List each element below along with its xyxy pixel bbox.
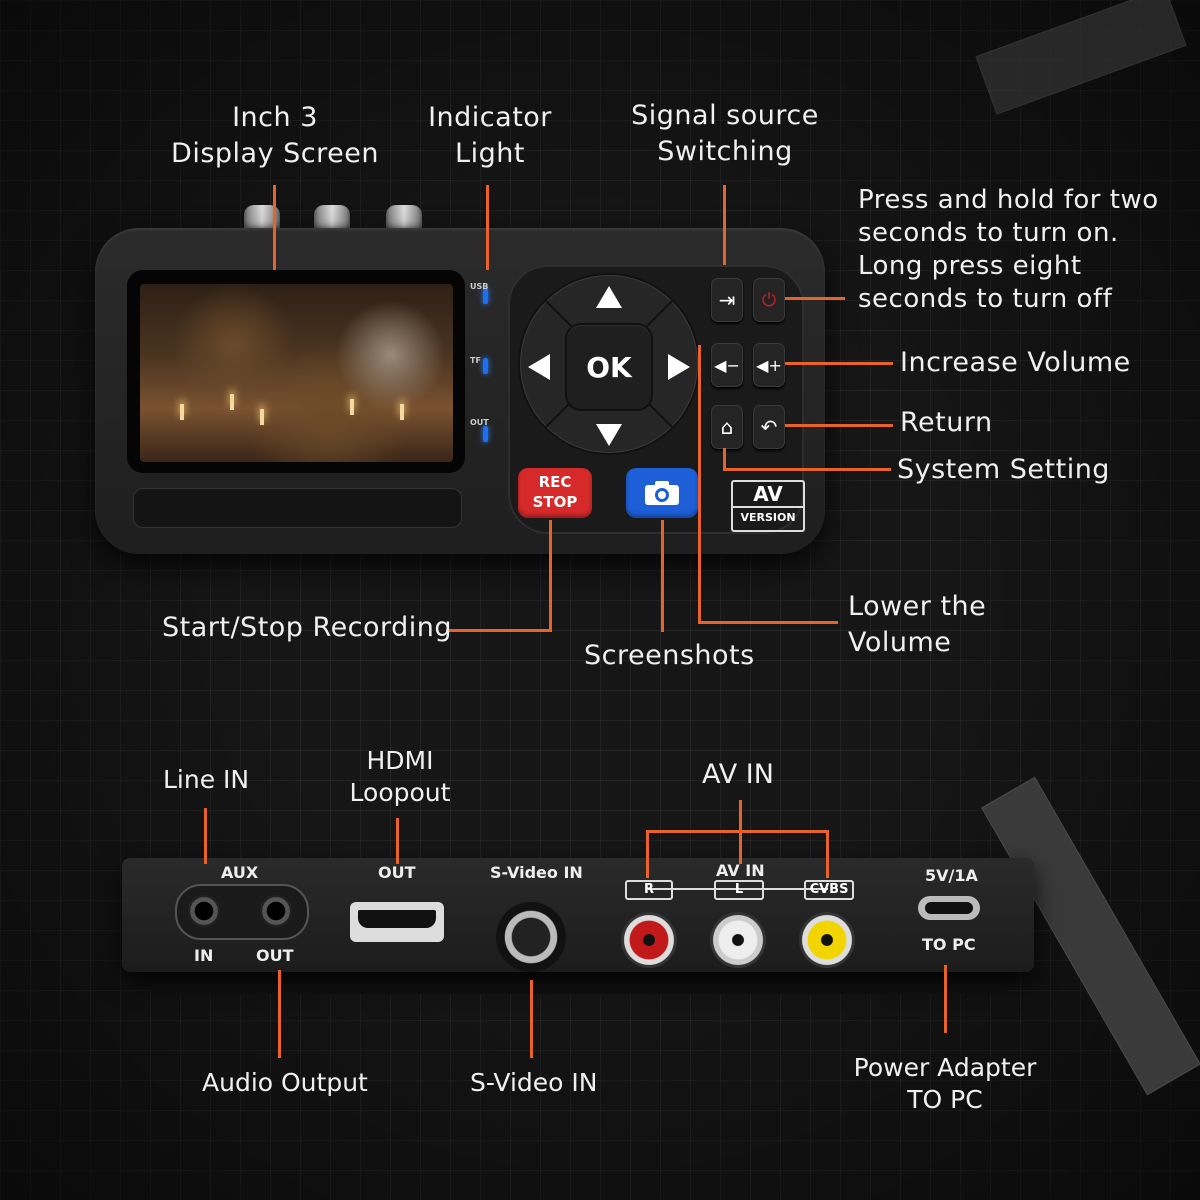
usb-c-port xyxy=(918,896,980,920)
callout-line xyxy=(549,520,552,632)
callout-line xyxy=(785,424,893,427)
power-icon: ⏻ xyxy=(761,289,777,311)
power-button-label: Press and hold for two seconds to turn o… xyxy=(858,185,1159,314)
screenshot-button[interactable] xyxy=(626,468,698,518)
callout-line xyxy=(723,448,726,470)
usb-led-label: USB xyxy=(470,282,489,291)
callout-line xyxy=(396,818,399,864)
down-arrow-icon[interactable] xyxy=(596,424,622,446)
usb-indicator-light xyxy=(483,288,488,304)
av-badge-title: AV xyxy=(733,482,803,508)
callout-line xyxy=(273,185,276,270)
callout-line xyxy=(723,185,726,265)
up-arrow-icon[interactable] xyxy=(596,286,622,308)
stop-label: STOP xyxy=(532,493,578,511)
callout-line xyxy=(278,970,281,1058)
rca-l-jack xyxy=(710,912,766,968)
callout-line xyxy=(723,468,891,471)
volume-down-button[interactable]: ◀− xyxy=(711,343,743,387)
callout-line xyxy=(646,830,829,833)
rca-l-label: L xyxy=(714,880,764,900)
callout-line xyxy=(739,800,742,832)
rec-label: REC xyxy=(538,473,572,491)
av-in-port-label: AV IN xyxy=(716,861,765,880)
aux-out-label: OUT xyxy=(256,946,294,965)
av-badge-subtitle: VERSION xyxy=(740,511,796,524)
card-slot xyxy=(133,488,462,528)
av-version-badge: AV VERSION xyxy=(731,480,805,532)
hdmi-out-label: OUT xyxy=(378,863,416,882)
power-rating-label: 5V/1A xyxy=(925,866,978,885)
return-label: Return xyxy=(900,407,993,438)
aux-in-jack xyxy=(188,895,220,927)
rca-r-jack xyxy=(621,912,677,968)
callout-line xyxy=(204,808,207,864)
callout-line xyxy=(486,185,489,270)
home-button[interactable]: ⌂ xyxy=(711,405,743,449)
svideo-port-label: S-Video IN xyxy=(490,863,583,882)
return-button[interactable]: ↶ xyxy=(753,405,785,449)
s-video-in-label: S-Video IN xyxy=(470,1068,598,1097)
callout-line xyxy=(785,362,893,365)
rca-cvbs-jack xyxy=(799,912,855,968)
callout-line xyxy=(944,965,947,1033)
callout-line xyxy=(698,345,701,623)
out-led-label: OUT xyxy=(470,418,489,427)
volume-down-icon: ◀− xyxy=(714,355,740,375)
aux-port-label: AUX xyxy=(221,863,259,882)
home-icon: ⌂ xyxy=(720,415,734,439)
callout-line xyxy=(785,297,845,300)
camera-icon xyxy=(645,481,679,505)
rca-cvbs-label: CVBS xyxy=(804,880,854,900)
callout-line xyxy=(646,830,649,878)
increase-volume-label: Increase Volume xyxy=(900,347,1131,378)
tf-indicator-light xyxy=(483,358,488,374)
system-setting-label: System Setting xyxy=(897,454,1110,485)
aux-out-jack xyxy=(260,895,292,927)
av-in-label: AV IN xyxy=(702,759,774,790)
right-arrow-icon[interactable] xyxy=(668,354,690,380)
audio-output-label: Audio Output xyxy=(202,1068,368,1097)
hdmi-port xyxy=(350,902,444,942)
callout-line xyxy=(739,830,742,864)
left-arrow-icon[interactable] xyxy=(528,354,550,380)
start-stop-recording-label: Start/Stop Recording xyxy=(162,612,453,643)
ok-button[interactable]: OK xyxy=(567,325,651,409)
callout-line xyxy=(826,830,829,878)
return-icon: ↶ xyxy=(760,415,778,439)
back-device-foot xyxy=(148,972,1008,994)
aux-in-label: IN xyxy=(194,946,214,965)
volume-up-button[interactable]: ◀+ xyxy=(753,343,785,387)
tf-led-label: TF xyxy=(470,356,481,365)
power-button[interactable]: ⏻ xyxy=(753,278,785,322)
volume-up-icon: ◀+ xyxy=(756,355,782,375)
screen-photo xyxy=(140,284,453,462)
rec-stop-button[interactable]: REC STOP xyxy=(518,468,592,518)
screenshots-label: Screenshots xyxy=(584,640,755,671)
callout-line xyxy=(661,520,664,632)
to-pc-port-label: TO PC xyxy=(922,935,976,954)
out-indicator-light xyxy=(483,426,488,442)
rca-r-label: R xyxy=(625,880,673,900)
callout-line xyxy=(446,629,552,632)
input-switch-icon: ⇥ xyxy=(718,288,736,312)
rca-label-strip xyxy=(648,888,828,890)
signal-source-button[interactable]: ⇥ xyxy=(711,278,743,322)
callout-line xyxy=(698,621,838,624)
callout-line xyxy=(530,980,533,1058)
svideo-port xyxy=(496,902,566,972)
line-in-label: Line IN xyxy=(163,765,250,794)
